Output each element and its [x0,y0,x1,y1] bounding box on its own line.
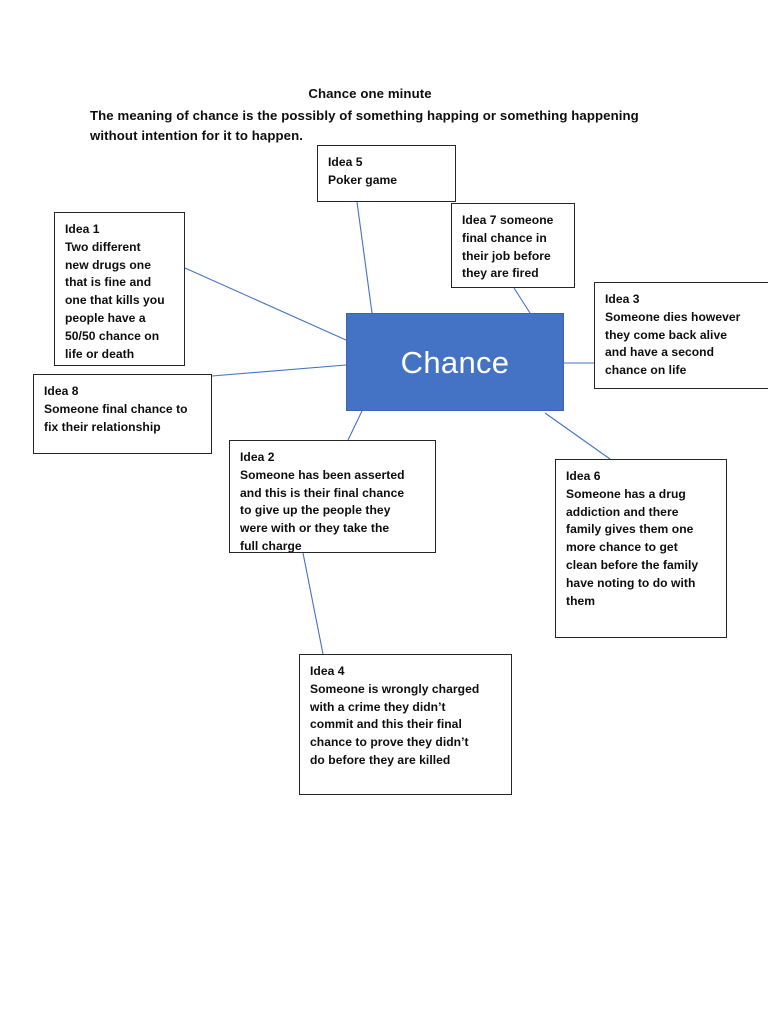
connector-idea-5-to-central-node [356,201,373,314]
connector-idea-8-to-central-node [211,364,347,377]
idea-box-8-text: Idea 8 Someone final chance to fix their… [44,384,188,434]
idea-box-2-text: Idea 2 Someone has been asserted and thi… [240,450,405,553]
idea-box-6-text: Idea 6 Someone has a drug addiction and … [566,469,699,608]
central-node-label: Chance [400,344,510,380]
idea-box-8[interactable]: Idea 8 Someone final chance to fix their… [33,374,212,454]
idea-box-1[interactable]: Idea 1 Two different new drugs one that … [54,212,185,366]
idea-box-4[interactable]: Idea 4 Someone is wrongly charged with a… [299,654,512,795]
idea-box-5-text: Idea 5 Poker game [328,155,398,187]
idea-box-3[interactable]: Idea 3 Someone dies however they come ba… [594,282,768,389]
idea-box-7-text: Idea 7 someone final chance in their job… [462,213,554,281]
idea-box-7[interactable]: Idea 7 someone final chance in their job… [451,203,575,288]
idea-box-4-text: Idea 4 Someone is wrongly charged with a… [310,664,480,767]
header-block: Chance one minute The meaning of chance … [90,84,650,146]
connector-idea-2-to-idea-4 [302,552,324,655]
idea-box-6[interactable]: Idea 6 Someone has a drug addiction and … [555,459,727,638]
connector-central-node-to-idea-6 [544,412,611,460]
connector-idea-7-to-central-node [513,287,531,314]
page-title: Chance one minute [308,86,432,101]
idea-box-5[interactable]: Idea 5 Poker game [317,145,456,202]
connector-central-node-to-idea-2 [347,410,363,441]
central-node-chance[interactable]: Chance [346,313,564,411]
idea-box-3-text: Idea 3 Someone dies however they come ba… [605,292,741,378]
idea-box-2[interactable]: Idea 2 Someone has been asserted and thi… [229,440,436,553]
connector-idea-1-to-central-node [184,267,347,341]
idea-box-1-text: Idea 1 Two different new drugs one that … [65,222,165,361]
page-subtitle: The meaning of chance is the possibly of… [90,108,639,143]
